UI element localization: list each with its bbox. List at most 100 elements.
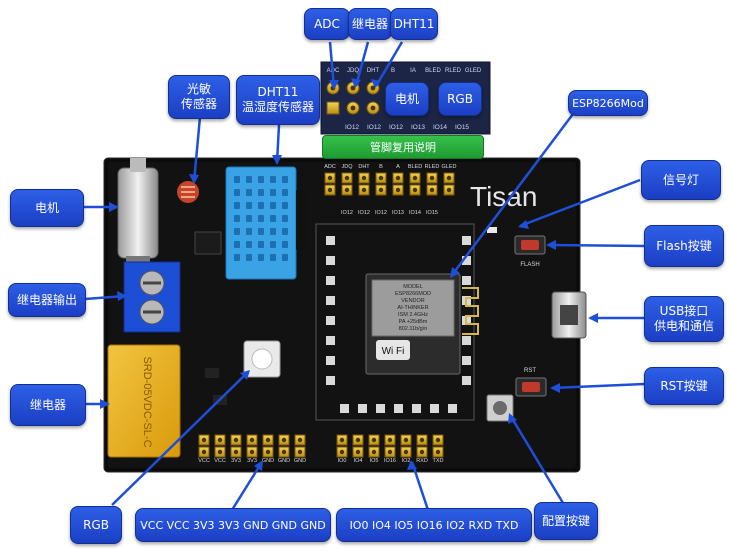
esp-side-pin <box>462 236 471 245</box>
esp-side-pin <box>326 276 335 285</box>
io-pin-label: IO16 <box>384 458 396 464</box>
module-text-line: VENDOR <box>401 298 425 304</box>
label-relay: 继电器 <box>10 384 86 426</box>
relay-component: SRD-05VDC-SL-C <box>107 344 181 458</box>
rgb-led-component <box>243 340 281 378</box>
io-pin-label: IO0 <box>338 458 347 464</box>
io-pin-label: IO5 <box>370 458 379 464</box>
io-pin-label: TXD <box>433 458 444 464</box>
esp-side-pin <box>326 356 335 365</box>
io-pin-label: IO4 <box>354 458 363 464</box>
board-top-header-io-label: IO12 <box>358 210 370 216</box>
esp-bottom-pin <box>448 404 457 413</box>
esp-bottom-pin <box>376 404 385 413</box>
label-flash-button: Flash按键 <box>644 225 724 267</box>
pinmux-bottom-label: IO12 <box>389 124 403 131</box>
esp-side-pin <box>462 256 471 265</box>
board-top-header-label: DHT <box>358 164 370 170</box>
power-pin-label: GND <box>262 458 274 464</box>
module-text-line: 802.11b/g/n <box>399 326 428 332</box>
pinmux-top-label: BLED <box>425 68 441 74</box>
esp-side-pin <box>462 276 471 285</box>
board-top-header-io-label: IO13 <box>392 210 404 216</box>
board-top-header-label: GLED <box>442 164 457 170</box>
label-usb: USB接口 供电和通信 <box>644 296 724 342</box>
svg-text:FLASH: FLASH <box>520 262 539 268</box>
motor-component <box>117 158 159 264</box>
io-pin-label: IO2 <box>402 458 411 464</box>
svg-text:RST: RST <box>524 368 536 374</box>
label-motor: 电机 <box>10 189 84 227</box>
config-button-part <box>486 394 514 422</box>
pinmux-top-label: RLED <box>445 68 462 74</box>
esp-side-pin <box>326 296 335 305</box>
flash-button-part: FLASH <box>514 235 546 268</box>
esp-side-pin <box>326 316 335 325</box>
power-pin-label: VCC <box>214 458 226 464</box>
pinmux-bottom-label: IO12 <box>345 124 359 131</box>
callout-relay-top: 继电器 <box>348 8 392 40</box>
pinmux-top-label: B <box>391 68 395 74</box>
esp-side-pin <box>326 256 335 265</box>
pinmux-caption: 管脚复用说明 <box>322 135 484 159</box>
board-top-header-io-label: IO12 <box>341 210 353 216</box>
board-top-header-label: JDQ <box>342 164 354 170</box>
pinmux-top-label: GLED <box>465 68 482 74</box>
io-header: IO0 IO4 IO5 IO16 IO2 RXD TXD <box>336 434 444 464</box>
label-rst-button: RST按键 <box>644 367 724 405</box>
label-rgb: RGB <box>70 506 122 544</box>
pinmux-bottom-label: IO12 <box>367 124 381 131</box>
ldr-component <box>177 181 199 203</box>
power-pin-label: VCC <box>198 458 210 464</box>
pinmux-top-label: DHT <box>367 68 380 74</box>
svg-text:SRD-05VDC-SL-C: SRD-05VDC-SL-C <box>141 356 153 447</box>
label-io-pins: IO0 IO4 IO5 IO16 IO2 RXD TXD <box>336 508 532 542</box>
module-text-line: ISM 2.4GHz <box>398 312 428 318</box>
label-config-button: 配置按键 <box>534 502 598 540</box>
esp-side-pin <box>326 336 335 345</box>
usb-connector <box>551 291 587 339</box>
pinmux-pin <box>326 101 340 115</box>
power-pin-label: GND <box>278 458 290 464</box>
board-top-header-io-label: IO15 <box>426 210 438 216</box>
pinmux-bottom-label: IO13 <box>411 124 425 131</box>
power-pin-label: 3V3 <box>231 458 241 464</box>
board-top-header-label: ADC <box>324 164 336 170</box>
board-top-header-label: BLED <box>408 164 422 170</box>
module-text-line: MODEL <box>403 284 423 290</box>
esp-bottom-pin <box>412 404 421 413</box>
esp-side-pin <box>462 376 471 385</box>
callout-adc: ADC <box>304 8 350 40</box>
rst-button-part: RST <box>515 368 547 397</box>
label-power-pins: VCC VCC 3V3 3V3 GND GND GND <box>135 508 331 542</box>
module-text-line: PA +25dBm <box>399 319 428 325</box>
module-text-line: AI-THINKER <box>397 305 428 311</box>
label-signal-led: 信号灯 <box>641 160 721 200</box>
terminal-block <box>123 261 181 333</box>
board-top-header-label: A <box>396 164 400 170</box>
esp-bottom-pin <box>340 404 349 413</box>
pinmux-rgb-box: RGB <box>438 82 482 116</box>
pinmux-bottom-label: IO15 <box>455 124 469 131</box>
dht11-component <box>225 166 306 280</box>
pinmux-bottom-label: IO14 <box>433 124 447 131</box>
svg-text:Wi Fi: Wi Fi <box>382 346 405 357</box>
esp-side-pin <box>326 236 335 245</box>
esp-bottom-pin <box>394 404 403 413</box>
label-relay-output: 继电器输出 <box>8 283 86 317</box>
board-top-header-io-label: IO12 <box>375 210 387 216</box>
esp-bottom-pin <box>358 404 367 413</box>
label-ldr: 光敏 传感器 <box>168 75 230 119</box>
module-text-line: ESP8266MOD <box>395 291 431 297</box>
board-top-header-io-label: IO14 <box>409 210 421 216</box>
board-top-header-label: RLED <box>425 164 440 170</box>
board-top-header-label: B <box>379 164 383 170</box>
esp-side-pin <box>326 376 335 385</box>
pinmux-top-label: JDQ <box>347 68 359 74</box>
io-pin-label: RXD <box>416 458 428 464</box>
